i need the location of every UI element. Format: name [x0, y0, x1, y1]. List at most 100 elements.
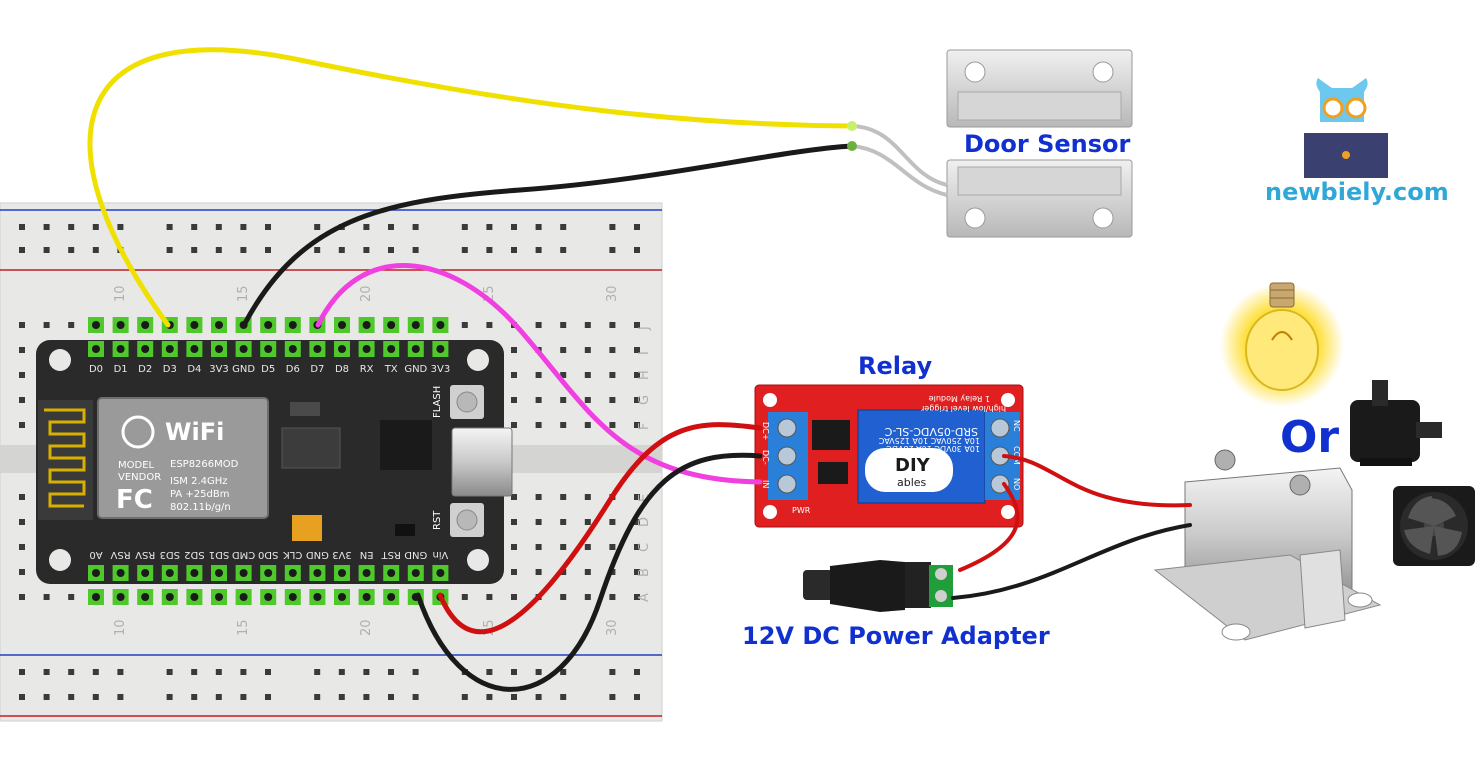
breadboard-hole	[609, 544, 616, 550]
module-pa: PA +25dBm	[170, 489, 229, 500]
breadboard-hole	[609, 247, 616, 253]
breadboard-hole	[19, 544, 25, 550]
breadboard-hole	[560, 347, 567, 353]
breadboard-hole	[338, 694, 345, 700]
breadboard-hole	[19, 422, 25, 428]
breadboard-hole	[535, 372, 542, 378]
breadboard-hole	[19, 569, 25, 575]
esp-pin-label-bottom: CLK	[283, 549, 303, 560]
breadboard-hole	[363, 669, 370, 675]
breadboard-hole	[166, 247, 173, 253]
relay-module	[754, 384, 1024, 528]
breadboard-hole	[43, 224, 50, 230]
breadboard-row-letter: E	[637, 494, 652, 502]
wifi-icon	[121, 415, 155, 449]
relay-pwr-label: PWR	[792, 506, 811, 515]
breadboard-hole	[117, 669, 124, 675]
breadboard-hole	[215, 694, 222, 700]
breadboard-hole	[634, 494, 640, 500]
breadboard-row-letter: J	[637, 326, 652, 331]
breadboard-hole	[634, 669, 640, 675]
breadboard-hole	[166, 694, 173, 700]
relay-label: Relay	[858, 352, 933, 380]
breadboard-hole	[584, 322, 591, 328]
breadboard-hole	[560, 494, 567, 500]
wire-black-adapter-lock	[951, 523, 1192, 600]
door-sensor	[851, 49, 1133, 238]
breadboard-hole	[511, 224, 517, 230]
breadboard-col-number: 10	[113, 619, 128, 636]
breadboard-col-number: 10	[113, 285, 128, 302]
breadboard-hole	[314, 669, 321, 675]
esp-pin-label-top: RX	[360, 364, 374, 375]
esp-pin-label-top: 3V3	[209, 364, 229, 375]
power-adapter-label: 12V DC Power Adapter	[742, 622, 1050, 650]
breadboard-hole	[486, 594, 493, 600]
breadboard-hole	[240, 694, 247, 700]
esp-pin-label-top: D2	[138, 364, 152, 375]
breadboard-hole	[19, 594, 25, 600]
water-pump-icon	[1350, 380, 1442, 466]
breadboard-hole	[412, 694, 419, 700]
breadboard-hole	[461, 594, 468, 600]
esp-pin-label-top: D6	[286, 364, 300, 375]
breadboard-hole	[338, 247, 345, 253]
diyables-logo-bottom: ables	[897, 476, 927, 489]
breadboard-hole	[486, 322, 493, 328]
wifi-logo-text: WiFi	[165, 418, 224, 446]
module-vendor-label: VENDOR	[118, 472, 161, 483]
breadboard-hole	[92, 694, 99, 700]
breadboard-hole	[461, 224, 468, 230]
wire-black-gnd	[241, 143, 855, 328]
breadboard-hole	[19, 694, 25, 700]
breadboard-hole	[560, 519, 567, 525]
breadboard-hole	[560, 322, 567, 328]
breadboard-hole	[19, 347, 25, 353]
breadboard-hole	[511, 347, 517, 353]
esp-pin-label-top: D4	[187, 364, 201, 375]
breadboard-hole	[43, 694, 50, 700]
breadboard-hole	[43, 322, 50, 328]
wire-magenta-d7	[315, 263, 763, 485]
relay-board-subtitle: high/low level trigger	[920, 404, 1006, 413]
breadboard-hole	[388, 669, 394, 675]
breadboard-hole	[609, 422, 616, 428]
esp-pin-label-bottom: SD0	[258, 549, 278, 560]
esp-pin-label-bottom: CMD	[232, 549, 256, 560]
breadboard-hole	[388, 224, 394, 230]
breadboard-hole	[511, 569, 517, 575]
breadboard-hole	[560, 544, 567, 550]
breadboard-hole	[388, 694, 394, 700]
breadboard-hole	[511, 669, 517, 675]
breadboard-hole	[191, 224, 198, 230]
relay-rating-2: 10A 30VDC 10A 28VDC	[886, 444, 980, 453]
breadboard-hole	[19, 494, 25, 500]
breadboard-hole	[388, 247, 394, 253]
breadboard-hole	[584, 594, 591, 600]
breadboard-hole	[535, 322, 542, 328]
esp-pin-label-bottom: GND	[404, 549, 427, 560]
wire-yellow-d3	[87, 47, 855, 328]
breadboard-hole	[634, 397, 640, 403]
breadboard-hole	[560, 694, 567, 700]
breadboard-hole	[511, 422, 517, 428]
esp-pin-label-top: D0	[89, 364, 103, 375]
breadboard-hole	[634, 224, 640, 230]
wire-red-vin	[437, 422, 763, 635]
breadboard-hole	[215, 247, 222, 253]
breadboard-hole	[314, 247, 321, 253]
breadboard-hole	[584, 372, 591, 378]
esp-pin-label-bottom: GND	[306, 549, 329, 560]
esp8266-board: D0A0D1RSVD2RSVD3SD3D4SD23V3SD1GNDCMDD5SD…	[36, 317, 513, 605]
breadboard-hole	[609, 594, 616, 600]
breadboard-col-number: 15	[236, 619, 251, 636]
relay-board-title: 1 Relay Module	[929, 394, 990, 403]
breadboard-hole	[560, 372, 567, 378]
breadboard-hole	[191, 247, 198, 253]
breadboard-hole	[486, 247, 493, 253]
relay-pin-com: COM	[1012, 446, 1021, 465]
relay-pin-dcminus: DC-	[761, 450, 770, 465]
breadboard-hole	[560, 422, 567, 428]
breadboard-hole	[215, 224, 222, 230]
